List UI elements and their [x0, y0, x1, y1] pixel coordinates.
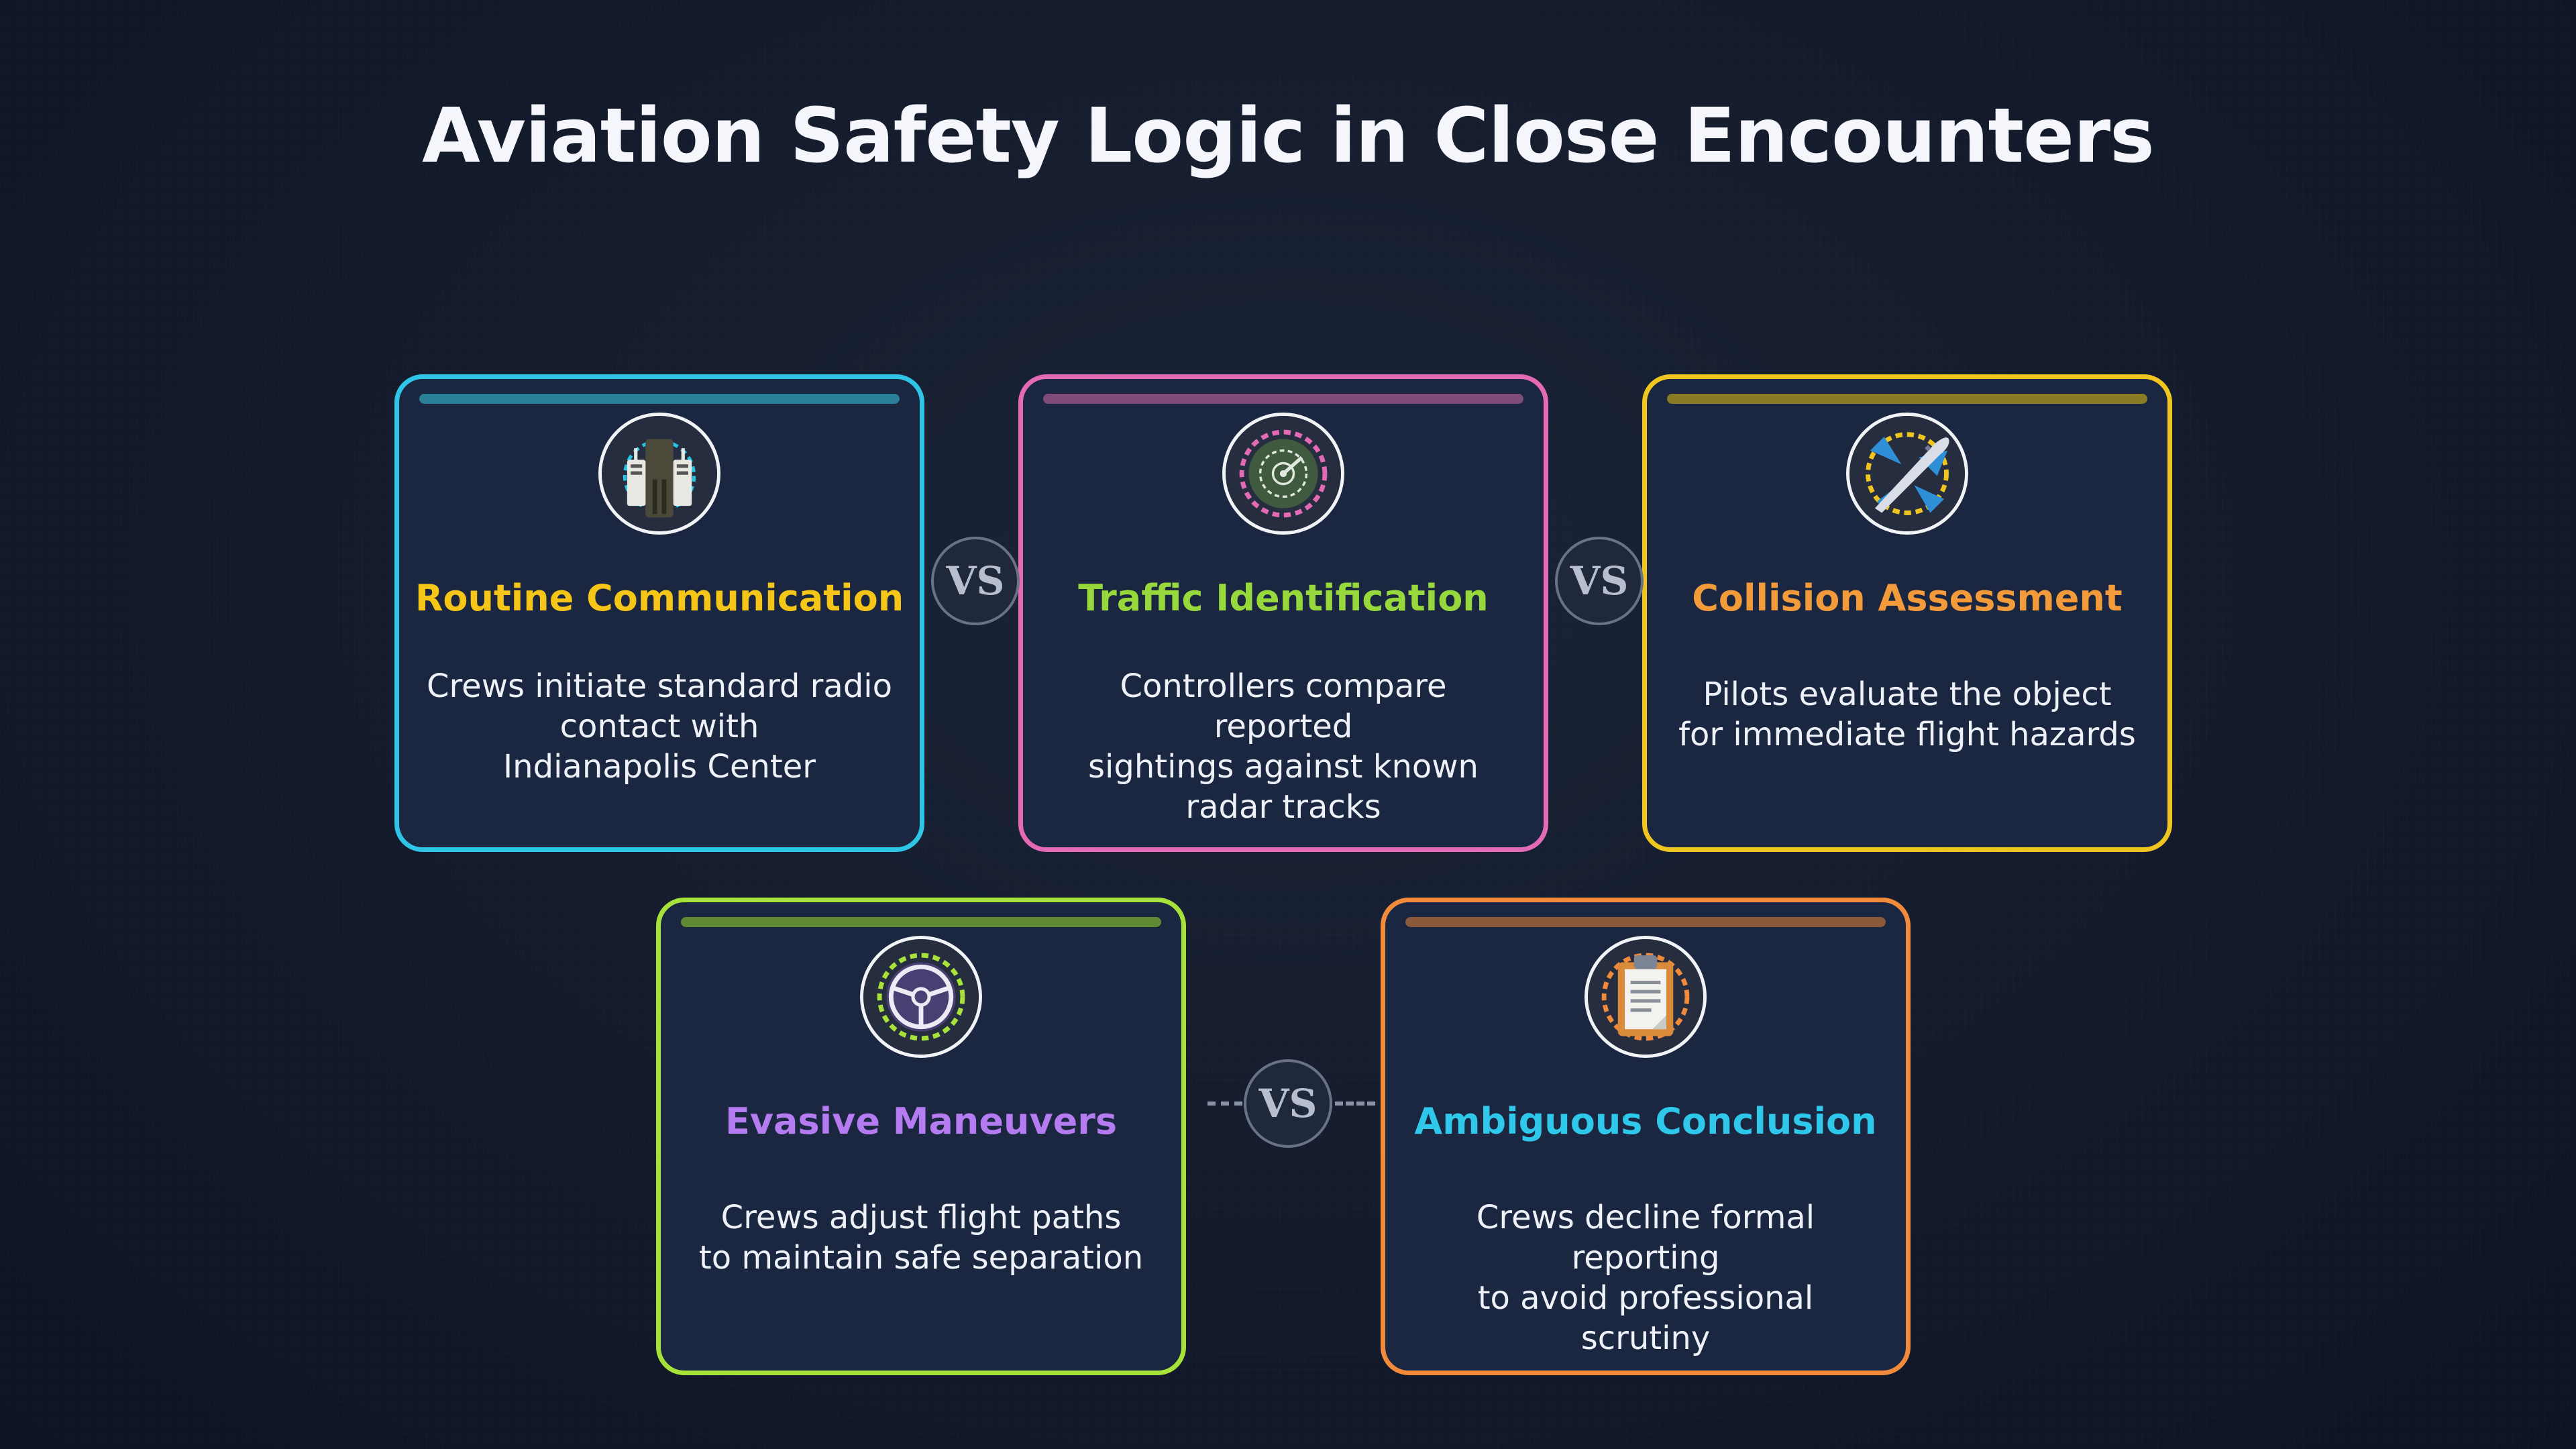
card-traffic-identification: Traffic Identification Controllers compa…	[1018, 374, 1548, 852]
clipboard-icon	[1585, 936, 1707, 1058]
card-description: Pilots evaluate the object for immediate…	[1674, 674, 2141, 755]
card-collision-assessment: Collision Assessment Pilots evaluate the…	[1642, 374, 2172, 852]
card-ambiguous-conclusion: Ambiguous Conclusion Crews decline forma…	[1381, 898, 1911, 1375]
airplane-icon	[1846, 413, 1968, 535]
card-accent-bar	[1667, 394, 2147, 404]
card-accent-bar	[1405, 917, 1886, 927]
radar-icon	[1222, 413, 1344, 535]
description-line: Indianapolis Center	[503, 748, 816, 786]
card-title: Traffic Identification	[1078, 577, 1489, 619]
card-routine-communication: Routine Communication Crews initiate sta…	[394, 374, 924, 852]
vs-badge: VS	[1244, 1059, 1332, 1148]
description-line: Crews adjust flight paths	[720, 1199, 1122, 1236]
description-line: for immediate flight hazards	[1678, 716, 2136, 753]
description-line: Controllers compare reported	[1120, 667, 1447, 745]
description-line: to maintain safe separation	[698, 1239, 1144, 1277]
connector-line	[1208, 1102, 1242, 1106]
steering-yoke-icon	[860, 936, 982, 1058]
description-line: radar tracks	[1185, 788, 1381, 826]
card-description: Crews decline formal reporting to avoid …	[1412, 1197, 1879, 1358]
card-accent-bar	[1043, 394, 1523, 404]
card-accent-bar	[681, 917, 1161, 927]
description-line: Crews initiate standard radio	[426, 667, 892, 705]
connector-line	[1335, 1102, 1375, 1106]
card-title: Routine Communication	[415, 577, 904, 619]
description-line: sightings against known	[1088, 748, 1479, 786]
card-accent-bar	[419, 394, 900, 404]
card-description: Crews initiate standard radio contact wi…	[426, 666, 893, 787]
card-title: Ambiguous Conclusion	[1414, 1100, 1877, 1142]
vs-badge: VS	[1555, 537, 1644, 625]
description-line: Pilots evaluate the object	[1703, 676, 2112, 713]
page-title: Aviation Safety Logic in Close Encounter…	[422, 93, 2155, 180]
card-description: Crews adjust flight paths to maintain sa…	[688, 1197, 1155, 1278]
card-evasive-maneuvers: Evasive Maneuvers Crews adjust flight pa…	[656, 898, 1186, 1375]
radio-handsets-icon	[598, 413, 720, 535]
description-line: to avoid professional scrutiny	[1477, 1279, 1814, 1357]
card-title: Evasive Maneuvers	[724, 1100, 1118, 1142]
card-title: Collision Assessment	[1692, 577, 2123, 619]
description-line: contact with	[559, 708, 759, 745]
card-description: Controllers compare reported sightings a…	[1050, 666, 1517, 827]
description-line: Crews decline formal reporting	[1476, 1199, 1815, 1277]
vs-badge: VS	[931, 537, 1020, 625]
